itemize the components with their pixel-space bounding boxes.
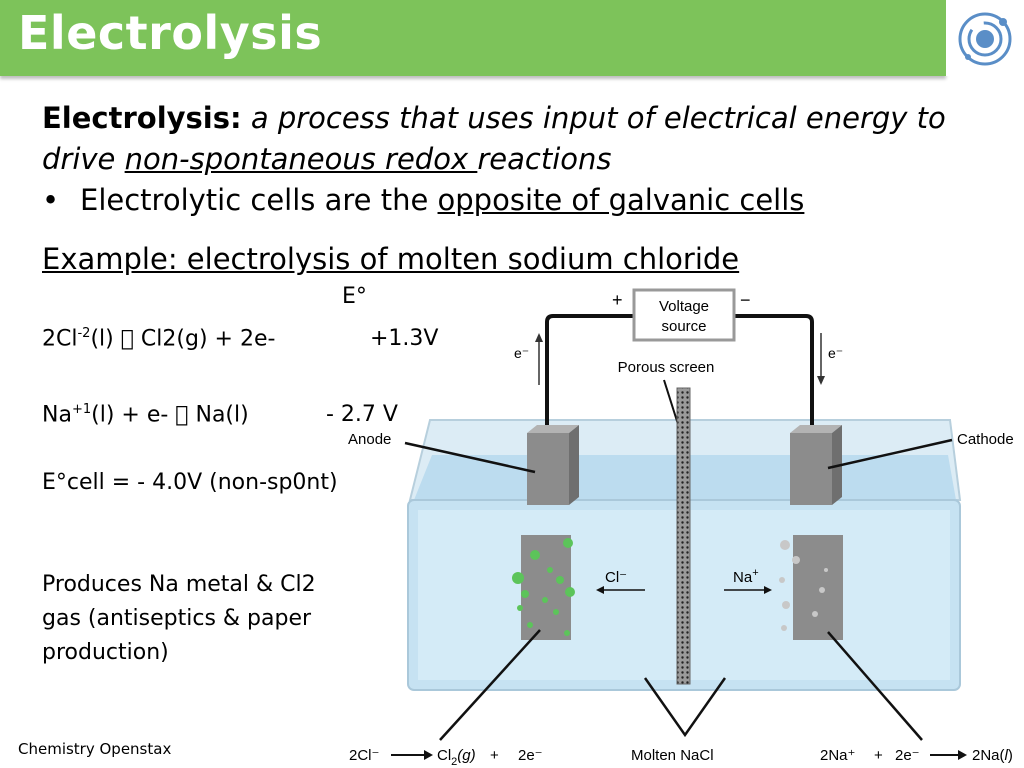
reaction-2-right: (l) + e-  Na(l) [91, 402, 249, 428]
anode-reaction-pointer [439, 629, 541, 741]
bullet-underlined: opposite of galvanic cells [437, 183, 805, 217]
minus-sign: − [740, 290, 751, 310]
credit: Chemistry Openstax [18, 740, 172, 758]
voltage-line-1: Voltage [659, 298, 709, 315]
voltage-line-2: source [661, 318, 706, 335]
chlorine-bubbles [512, 538, 575, 636]
electron-left-label: e⁻ [514, 345, 529, 361]
eq-left-plus: + [490, 747, 499, 764]
eq-right-product-close: ) [1008, 747, 1013, 764]
cathode-reaction-pointer [827, 631, 923, 741]
arrow-head-down-icon [817, 376, 825, 385]
products-text: Produces Na metal & Cl2 gas (antiseptics… [42, 572, 316, 665]
atom-logo-icon [958, 12, 1012, 66]
reaction-2-left: Na [42, 402, 72, 428]
anode-side [569, 425, 579, 505]
reaction-1-value: +1.3V [370, 326, 439, 351]
wire-left [545, 314, 634, 435]
bullet-dot: • [42, 183, 60, 217]
eq-left-arrow-head-icon [424, 750, 433, 760]
cathode-pointer [827, 438, 953, 470]
sodium-ion-label: Na+ [733, 567, 759, 586]
sodium-ion-charge: + [752, 567, 758, 579]
logo-box [946, 0, 1024, 76]
wire-right [734, 314, 814, 435]
anode-label: Anode [348, 431, 391, 448]
eq-right-plus: + [874, 747, 883, 764]
definition-text-1: a process that uses input of electrical … [42, 101, 946, 176]
eq-left-reactant: 2Cl⁻ [349, 747, 379, 764]
cathode-label: Cathode [957, 431, 1014, 448]
cathode-top [790, 433, 832, 505]
sodium-bubbles [779, 540, 828, 631]
eq-left-product: Cl2(g) [437, 747, 476, 768]
cathode-cap [790, 425, 842, 433]
definition-term: Electrolysis: [42, 101, 242, 135]
eq-right-product-text: 2Na( [972, 747, 1005, 764]
chloride-arrow-head-icon [596, 586, 604, 594]
reaction-1-right: (l)  Cl2(g) + 2e- [90, 326, 275, 352]
reaction-2: Na+1(l) + e-  Na(l) [42, 402, 249, 427]
bullet-item: • Electrolytic cells are the opposite of … [42, 180, 804, 220]
eq-right-reactant: 2Na⁺ [820, 747, 855, 764]
plus-sign: + [612, 290, 623, 310]
reaction-1-left: 2Cl [42, 326, 78, 352]
reaction-2-value: - 2.7 V [326, 402, 398, 427]
example-heading: Example: electrolysis of molten sodium c… [42, 242, 740, 276]
eq-left-product-sub: 2 [451, 756, 457, 768]
cathode-submerged [793, 535, 843, 640]
molten-nacl-label: Molten NaCl [631, 747, 714, 764]
reaction-1: 2Cl-2(l)  Cl2(g) + 2e- [42, 326, 275, 351]
title-bar: Electrolysis [0, 0, 946, 76]
cell-potential: E°cell = - 4.0V (non-sp0nt) [42, 470, 338, 495]
eq-right-arrow-head-icon [958, 750, 967, 760]
eq-right-product-state: l [1005, 747, 1009, 764]
nacl-pointer [643, 677, 727, 738]
sodium-ion-text: Na [733, 569, 753, 586]
definition-text-2: reactions [477, 142, 612, 176]
eq-left-product-state: (g) [457, 747, 475, 764]
voltage-source-box [632, 288, 736, 342]
reaction-1-charge: -2 [77, 326, 91, 341]
reaction-2-charge: +1 [71, 402, 92, 417]
anode-cap [527, 425, 579, 433]
eq-right-product: 2Na(l) [972, 747, 1013, 764]
definition-underlined: non-spontaneous redox [124, 142, 478, 176]
bullet-text: Electrolytic cells are the [80, 183, 438, 217]
porous-screen [676, 387, 691, 685]
definition: Electrolysis: a process that uses input … [42, 98, 982, 180]
potential-header: E° [342, 284, 367, 309]
arrow-head-up-icon [535, 333, 543, 342]
eq-left-product-text: Cl [437, 747, 451, 764]
eq-right-electrons: 2e⁻ [895, 747, 920, 764]
eq-left-electrons: 2e⁻ [518, 747, 543, 764]
anode-top [527, 433, 569, 505]
porous-label: Porous screen [618, 359, 715, 376]
electron-right-label: e⁻ [828, 345, 843, 361]
anode-pointer [404, 441, 536, 474]
chloride-ion-label: Cl⁻ [605, 569, 627, 586]
slide-title: Electrolysis [18, 6, 323, 60]
sodium-arrow-head-icon [764, 586, 772, 594]
